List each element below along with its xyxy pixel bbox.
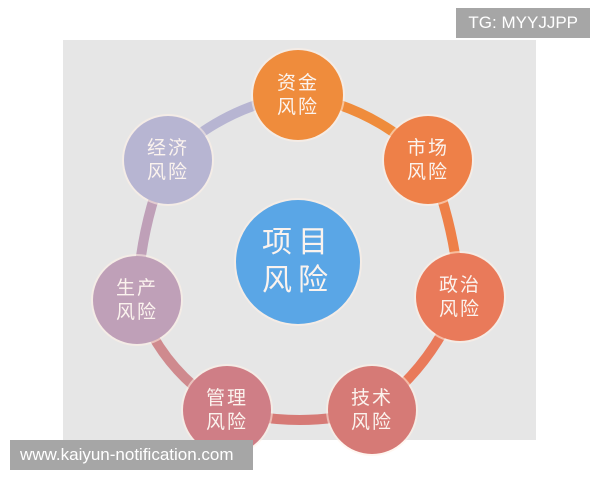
- node-label: 技术: [350, 387, 393, 409]
- node-label: 风险: [350, 411, 393, 433]
- node-label: 风险: [276, 96, 319, 118]
- node-technical-risk: 技术 风险: [328, 366, 416, 454]
- node-label: 政治: [438, 274, 481, 296]
- node-label: 风险: [115, 301, 158, 323]
- node-political-risk: 政治 风险: [416, 253, 504, 341]
- node-market-risk: 市场 风险: [384, 116, 472, 204]
- node-management-risk: 管理 风险: [183, 366, 271, 454]
- node-label: 管理: [205, 387, 248, 409]
- node-label: 市场: [406, 137, 449, 159]
- node-label: 生产: [115, 277, 158, 299]
- node-label: 风险: [205, 411, 248, 433]
- node-capital-risk: 资金 风险: [253, 50, 343, 140]
- node-label: 风险: [146, 161, 189, 183]
- node-label: 经济: [146, 137, 189, 159]
- node-label: 风险: [438, 298, 481, 320]
- center-node-project-risk: 项目 风险: [236, 200, 360, 324]
- url-watermark: www.kaiyun-notification.com: [10, 440, 253, 470]
- center-label-line2: 风险: [262, 263, 334, 298]
- node-production-risk: 生产 风险: [93, 256, 181, 344]
- center-label-line1: 项目: [262, 225, 334, 260]
- node-label: 资金: [276, 72, 319, 94]
- tg-watermark: TG: MYYJJPP: [456, 8, 590, 38]
- node-label: 风险: [406, 161, 449, 183]
- node-economic-risk: 经济 风险: [124, 116, 212, 204]
